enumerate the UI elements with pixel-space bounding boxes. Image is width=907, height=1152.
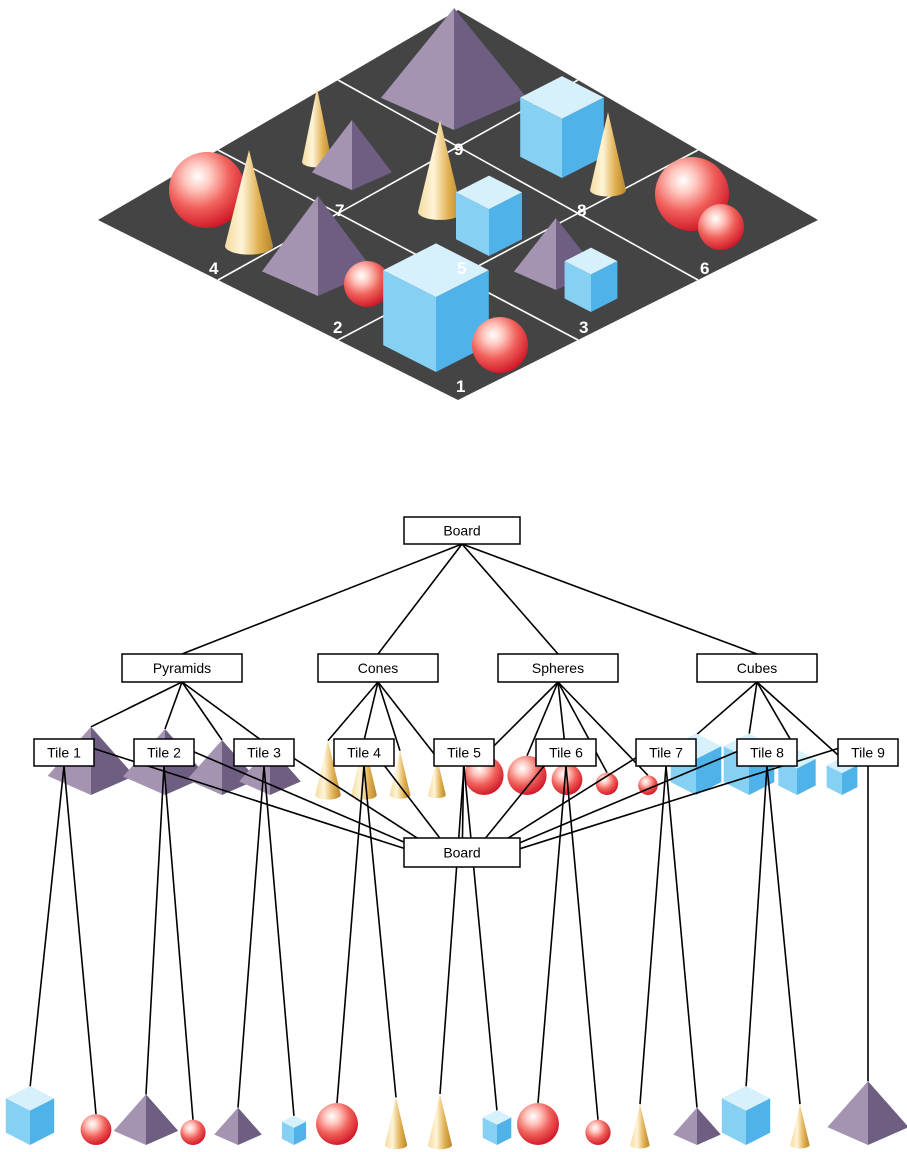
tile-node-8: Tile 8 xyxy=(736,738,798,767)
tile-node-6: Tile 6 xyxy=(535,738,597,767)
cube-icon xyxy=(564,247,618,312)
tile-node-7: Tile 7 xyxy=(635,738,697,767)
board-illustration: 1 2 3 4 5 6 7 8 9 xyxy=(98,8,818,400)
sphere-icon xyxy=(472,317,528,373)
cube-icon xyxy=(482,1110,512,1145)
sphere-icon xyxy=(169,152,245,228)
tile-number-7: 7 xyxy=(335,201,344,220)
cone-icon xyxy=(590,112,626,197)
group-node-spheres: Spheres xyxy=(497,653,619,683)
group-label-cubes: Cubes xyxy=(737,660,777,676)
pyramid-icon xyxy=(113,1094,179,1145)
tile-node-label: Tile 9 xyxy=(851,745,885,761)
sphere-icon xyxy=(517,1103,559,1145)
tile-node-label: Tile 4 xyxy=(347,745,381,761)
tile-numbers: 1 2 3 4 5 6 7 8 9 xyxy=(209,140,709,396)
tile-number-9: 9 xyxy=(454,140,463,159)
tile-node-label: Tile 2 xyxy=(147,745,181,761)
tile-node-9: Tile 9 xyxy=(837,738,899,767)
tile-nodes: Tile 1 Tile 2 Tile 3 Tile 4 Tile 5 Tile 6 Tile… xyxy=(33,738,899,767)
tile-node-label: Tile 8 xyxy=(750,745,784,761)
sphere-icon xyxy=(595,772,619,795)
tile-number-5: 5 xyxy=(457,259,466,278)
tile-number-6: 6 xyxy=(700,259,709,278)
tree-by-tile-edges xyxy=(29,738,869,1120)
cone-icon xyxy=(302,88,332,168)
tile-node-3: Tile 3 xyxy=(233,738,295,767)
tile-number-8: 8 xyxy=(577,201,586,220)
tile-node-1: Tile 1 xyxy=(33,738,95,767)
tile-node-5: Tile 5 xyxy=(433,738,495,767)
tile-node-label: Tile 1 xyxy=(47,745,81,761)
pyramid-icon xyxy=(827,1081,907,1145)
pyramid-icon xyxy=(214,1107,262,1145)
cone-icon xyxy=(225,150,273,255)
sphere-icon xyxy=(698,204,744,250)
cone-icon xyxy=(428,1094,452,1150)
tile-node-4: Tile 4 xyxy=(333,738,395,767)
cube-icon xyxy=(721,1086,771,1145)
cone-icon xyxy=(384,1097,408,1150)
group-label-spheres: Spheres xyxy=(532,660,584,676)
tile-number-3: 3 xyxy=(579,318,588,337)
tile-node-label: Tile 7 xyxy=(649,745,683,761)
sphere-icon xyxy=(316,1103,358,1145)
pyramid-icon xyxy=(673,1107,721,1145)
pyramid-icon xyxy=(312,120,392,190)
cube-icon xyxy=(383,243,489,372)
tree-by-tile-root-label: Board xyxy=(443,845,480,861)
tree-by-type-root-label: Board xyxy=(443,523,480,539)
cube-icon xyxy=(456,175,522,256)
cube-icon xyxy=(281,1115,307,1145)
group-label-cones: Cones xyxy=(358,660,398,676)
board-objects xyxy=(169,8,744,373)
group-label-pyramids: Pyramids xyxy=(153,660,211,676)
sphere-icon xyxy=(585,1119,611,1145)
cube-icon xyxy=(520,76,604,178)
cube-icon xyxy=(5,1086,55,1145)
cone-icon xyxy=(428,757,446,799)
tile-number-2: 2 xyxy=(333,318,342,337)
group-node-pyramids: Pyramids xyxy=(121,653,243,683)
cone-icon xyxy=(389,750,411,799)
tile-number-1: 1 xyxy=(456,377,465,396)
tile-node-label: Tile 5 xyxy=(447,745,481,761)
sphere-icon xyxy=(180,1119,206,1145)
tile-node-label: Tile 3 xyxy=(247,745,281,761)
tree-by-tile-leaves xyxy=(5,1081,907,1150)
sphere-icon xyxy=(80,1114,112,1145)
tile-node-label: Tile 6 xyxy=(549,745,583,761)
cone-icon xyxy=(418,120,462,220)
cone-icon xyxy=(790,1104,810,1149)
sphere-icon xyxy=(344,261,390,307)
tree-by-tile-root: Board xyxy=(403,837,521,868)
cone-icon xyxy=(630,1104,650,1149)
pyramid-icon xyxy=(381,8,527,130)
sphere-icon xyxy=(638,775,658,795)
tree-by-type-root: Board xyxy=(403,516,521,545)
tile-number-4: 4 xyxy=(209,259,219,278)
tile-node-2: Tile 2 xyxy=(133,738,195,767)
group-node-cubes: Cubes xyxy=(696,653,818,683)
board-grid-lines xyxy=(217,79,699,341)
group-node-cones: Cones xyxy=(317,653,439,683)
